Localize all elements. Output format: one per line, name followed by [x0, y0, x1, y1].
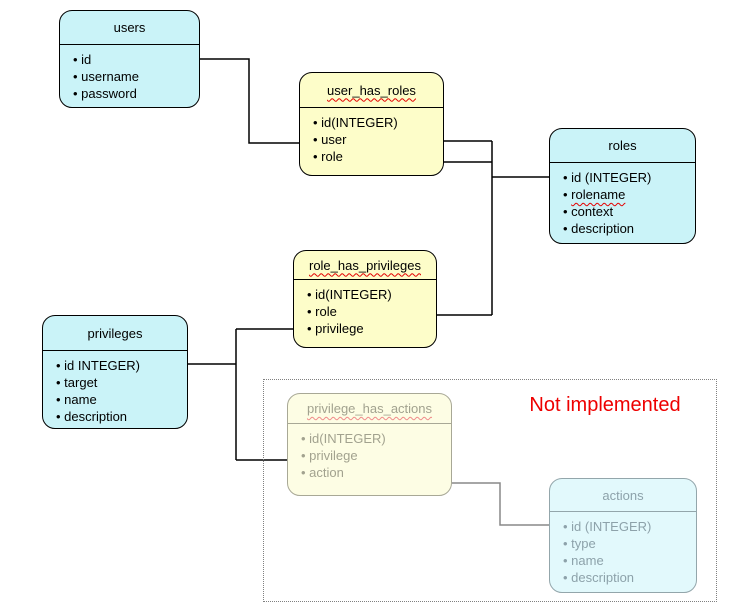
entity-users: users id username password — [59, 10, 200, 108]
field-id: id — [73, 51, 193, 68]
entity-user-has-roles-title: user_has_roles — [300, 73, 443, 108]
field-id: id(INTEGER) — [307, 286, 430, 303]
connector-privileges-role_has_privileges-privilege_has_actions — [188, 328, 293, 461]
entity-privileges: privileges id INTEGER) target name descr… — [42, 315, 188, 429]
field-action: action — [301, 464, 445, 481]
field-id: id (INTEGER) — [563, 169, 689, 186]
entity-actions: actions id (INTEGER) type name descripti… — [549, 478, 697, 593]
entity-role-has-privileges-title: role_has_privileges — [294, 251, 436, 280]
field-rolename: rolename — [563, 186, 689, 203]
field-privilege: privilege — [307, 320, 430, 337]
entity-user-has-roles-fields: id(INTEGER) user role — [300, 108, 443, 165]
entity-actions-title: actions — [550, 479, 696, 512]
field-target: target — [56, 374, 181, 391]
entity-role-has-privileges: role_has_privileges id(INTEGER) role pri… — [293, 250, 437, 348]
entity-privileges-title: privileges — [43, 316, 187, 351]
connector-user_has_roles-roles-role_has_privileges — [437, 140, 549, 316]
entity-roles-fields: id (INTEGER) rolename context descriptio… — [550, 163, 695, 237]
field-id: id(INTEGER) — [301, 430, 445, 447]
field-username: username — [73, 68, 193, 85]
field-description: description — [563, 220, 689, 237]
entity-role-has-privileges-fields: id(INTEGER) role privilege — [294, 280, 436, 337]
entity-users-title: users — [60, 11, 199, 45]
field-type: type — [563, 535, 690, 552]
field-id: id INTEGER) — [56, 357, 181, 374]
field-id: id (INTEGER) — [563, 518, 690, 535]
field-privilege: privilege — [301, 447, 445, 464]
field-name: name — [56, 391, 181, 408]
entity-user-has-roles: user_has_roles id(INTEGER) user role — [299, 72, 444, 176]
not-implemented-region — [263, 379, 717, 602]
field-role: role — [307, 303, 430, 320]
field-user: user — [313, 131, 437, 148]
entity-privilege-has-actions-title: privilege_has_actions — [288, 394, 451, 424]
entity-privilege-has-actions-fields: id(INTEGER) privilege action — [288, 424, 451, 481]
entity-actions-fields: id (INTEGER) type name description — [550, 512, 696, 586]
field-password: password — [73, 85, 193, 102]
connector-users-user_has_roles — [200, 58, 299, 144]
entity-privileges-fields: id INTEGER) target name description — [43, 351, 187, 425]
connector-privilege_has_actions-actions — [452, 482, 549, 526]
field-description: description — [563, 569, 690, 586]
field-description: description — [56, 408, 181, 425]
field-name: name — [563, 552, 690, 569]
not-implemented-label: Not implemented — [529, 394, 681, 416]
field-context: context — [563, 203, 689, 220]
entity-roles: roles id (INTEGER) rolename context desc… — [549, 128, 696, 244]
entity-roles-title: roles — [550, 129, 695, 163]
entity-users-fields: id username password — [60, 45, 199, 102]
field-role: role — [313, 148, 437, 165]
field-id: id(INTEGER) — [313, 114, 437, 131]
entity-privilege-has-actions: privilege_has_actions id(INTEGER) privil… — [287, 393, 452, 496]
